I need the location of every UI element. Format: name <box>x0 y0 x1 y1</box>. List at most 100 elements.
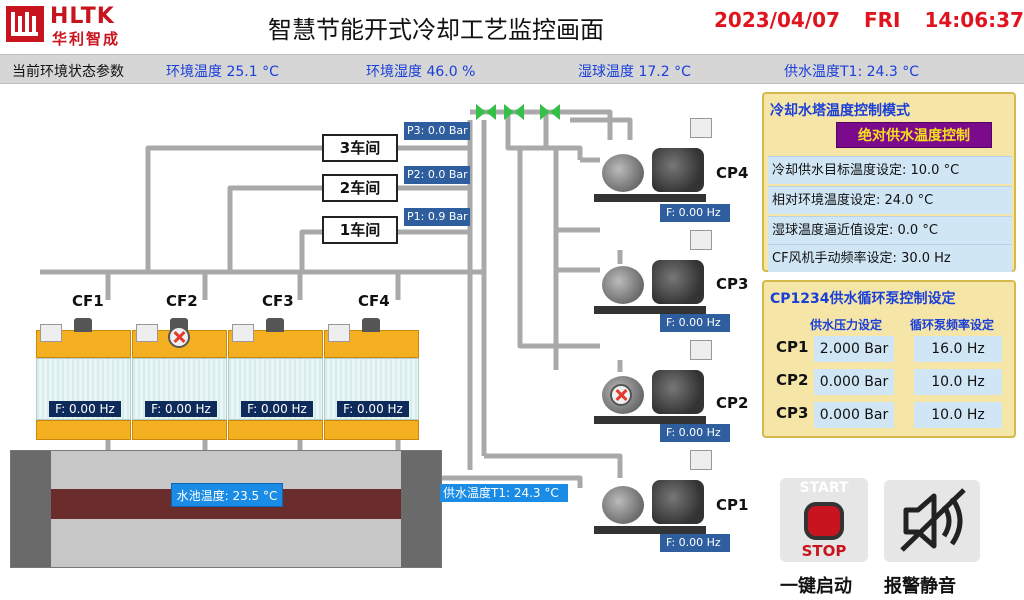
pump-label-cp4: CP4 <box>716 164 749 182</box>
pressure-setting-cp2[interactable]: 0.000 Bar <box>814 369 894 395</box>
tower-legs <box>324 420 419 440</box>
mute-icon <box>900 488 966 552</box>
fan-icon <box>362 318 380 332</box>
water-pool: 水池温度: 23.5 °C <box>10 450 442 568</box>
supply-temp: 供水温度T1: 24.3 °C <box>784 64 920 80</box>
pool-temp: 水池温度: 23.5 °C <box>171 483 283 507</box>
frequency-setting-cp1[interactable]: 16.0 Hz <box>914 336 1002 362</box>
cooling-tower-cf4[interactable]: F: 0.00 Hz <box>324 318 419 440</box>
pump-base <box>594 526 706 534</box>
motor-icon <box>652 260 704 304</box>
col-header-pressure: 供水压力设定 <box>810 318 883 332</box>
pump-icon <box>602 154 644 192</box>
control-mode-button[interactable]: 绝对供水温度控制 <box>836 122 992 148</box>
tower-fill: F: 0.00 Hz <box>132 358 227 420</box>
fan-icon <box>266 318 284 332</box>
control-panel-icon[interactable] <box>328 324 350 342</box>
supply-line-temp: 供水温度T1: 24.3 °C <box>440 484 568 502</box>
setting-relative-ambient[interactable]: 相对环境温度设定: 24.0 °C <box>768 186 1012 214</box>
pump-control-panel: CP1234供水循环泵控制设定 供水压力设定 循环泵频率设定 CP1 2.000… <box>762 280 1016 438</box>
tower-frequency: F: 0.00 Hz <box>145 401 217 417</box>
pressure-p3: P3: 0.0 Bar <box>404 122 470 140</box>
tower-legs <box>36 420 131 440</box>
control-panel-icon[interactable] <box>690 340 712 360</box>
motor-icon <box>652 370 704 414</box>
pump-frequency-cp2: F: 0.00 Hz <box>660 424 730 442</box>
tower-frequency: F: 0.00 Hz <box>337 401 409 417</box>
cooling-tower-cf2[interactable]: F: 0.00 Hz <box>132 318 227 440</box>
workshop-2[interactable]: 2车间 <box>322 174 398 202</box>
control-panel-icon[interactable] <box>690 118 712 138</box>
row-label-cp3: CP3 <box>776 404 809 422</box>
cooling-tower-cf1[interactable]: F: 0.00 Hz <box>36 318 131 440</box>
tower-label-cf4: CF4 <box>358 292 390 310</box>
logo-text: HLTK <box>50 4 115 29</box>
fault-icon <box>610 384 632 406</box>
control-panel-icon[interactable] <box>690 450 712 470</box>
pool-wall-right <box>401 451 441 567</box>
time: 14:06:37 <box>924 8 1024 32</box>
ambient-temp: 环境温度 25.1 °C <box>166 64 279 80</box>
start-stop-button[interactable]: START STOP <box>780 478 868 562</box>
start-caption: 一键启动 <box>780 576 852 597</box>
tower-control-panel: 冷却水塔温度控制模式 绝对供水温度控制 冷却供水目标温度设定: 10.0 °C … <box>762 92 1016 272</box>
cooling-tower-cf3[interactable]: F: 0.00 Hz <box>228 318 323 440</box>
setting-fan-manual-freq[interactable]: CF风机手动频率设定: 30.0 Hz <box>768 244 1012 272</box>
pump-frequency-cp3: F: 0.00 Hz <box>660 314 730 332</box>
control-panel-icon[interactable] <box>40 324 62 342</box>
page-title: 智慧节能开式冷却工艺监控画面 <box>268 16 604 44</box>
pump-cp1[interactable] <box>594 450 714 542</box>
motor-icon <box>652 148 704 192</box>
control-panel-icon[interactable] <box>690 230 712 250</box>
pump-cp2[interactable] <box>594 340 714 432</box>
env-label: 当前环境状态参数 <box>12 64 124 80</box>
pump-icon <box>602 486 644 524</box>
row-label-cp1: CP1 <box>776 338 809 356</box>
pump-base <box>594 306 706 314</box>
logo: HLTK 华利智成 <box>6 4 136 48</box>
logo-icon <box>6 6 44 42</box>
pump-cp4[interactable] <box>594 118 714 210</box>
alarm-mute-button[interactable] <box>884 480 980 562</box>
workshop-3[interactable]: 3车间 <box>322 134 398 162</box>
pump-label-cp2: CP2 <box>716 394 749 412</box>
tower-label-cf2: CF2 <box>166 292 198 310</box>
wet-bulb-temp: 湿球温度 17.2 °C <box>578 64 691 80</box>
environment-bar: 当前环境状态参数 环境温度 25.1 °C 环境湿度 46.0 % 湿球温度 1… <box>0 54 1024 84</box>
workshop-1[interactable]: 1车间 <box>322 216 398 244</box>
ambient-humidity: 环境湿度 46.0 % <box>366 64 476 80</box>
pool-wall-left <box>11 451 51 567</box>
tower-legs <box>132 420 227 440</box>
control-panel-icon[interactable] <box>136 324 158 342</box>
pump-base <box>594 194 706 202</box>
tower-fill: F: 0.00 Hz <box>228 358 323 420</box>
pressure-p1: P1: 0.9 Bar <box>404 208 470 226</box>
setting-wet-bulb-approach[interactable]: 湿球温度逼近值设定: 0.0 °C <box>768 216 1012 244</box>
frequency-setting-cp3[interactable]: 10.0 Hz <box>914 402 1002 428</box>
control-panel-icon[interactable] <box>232 324 254 342</box>
pump-frequency-cp4: F: 0.00 Hz <box>660 204 730 222</box>
col-header-frequency: 循环泵频率设定 <box>910 318 995 332</box>
valve-icon[interactable] <box>476 104 560 120</box>
logo-subtext: 华利智成 <box>52 30 121 48</box>
tower-control-title: 冷却水塔温度控制模式 <box>770 103 910 119</box>
pressure-p2: P2: 0.0 Bar <box>404 166 470 184</box>
pump-label-cp1: CP1 <box>716 496 749 514</box>
stop-text: STOP <box>801 542 847 560</box>
tower-label-cf3: CF3 <box>262 292 294 310</box>
frequency-setting-cp2[interactable]: 10.0 Hz <box>914 369 1002 395</box>
setting-target-temp[interactable]: 冷却供水目标温度设定: 10.0 °C <box>768 156 1012 184</box>
row-label-cp2: CP2 <box>776 371 809 389</box>
pump-cp3[interactable] <box>594 230 714 322</box>
pump-frequency-cp1: F: 0.00 Hz <box>660 534 730 552</box>
pump-base <box>594 416 706 424</box>
fan-icon <box>74 318 92 332</box>
tower-frequency: F: 0.00 Hz <box>241 401 313 417</box>
pressure-setting-cp3[interactable]: 0.000 Bar <box>814 402 894 428</box>
tower-fill: F: 0.00 Hz <box>324 358 419 420</box>
pressure-setting-cp1[interactable]: 2.000 Bar <box>814 336 894 362</box>
tower-frequency: F: 0.00 Hz <box>49 401 121 417</box>
